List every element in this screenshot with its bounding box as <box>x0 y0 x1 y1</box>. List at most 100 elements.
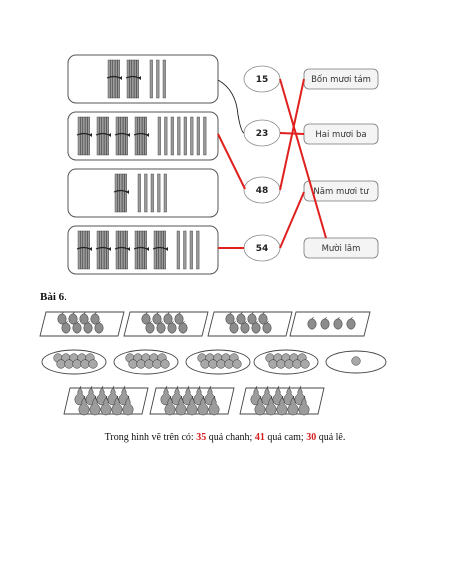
pear-icon <box>298 395 310 416</box>
orange-icon <box>56 359 66 369</box>
orange-icon <box>160 359 170 369</box>
lemon-icon <box>61 320 71 334</box>
pear-icon <box>78 395 90 416</box>
lemon-icon <box>145 320 155 334</box>
orange-text: quả cam; <box>264 432 307 443</box>
lemon-icon <box>72 320 82 334</box>
lemon-icon <box>258 311 268 325</box>
number-oval-15: 15 <box>243 65 281 93</box>
pear-icon <box>100 395 112 416</box>
lemon-icon <box>251 320 261 334</box>
pear-icon <box>89 395 101 416</box>
single-stick <box>164 116 168 156</box>
single-stick <box>196 230 200 270</box>
ten-stick-bundle <box>133 116 149 156</box>
single-stick <box>190 116 194 156</box>
fruit-illustration <box>39 311 387 416</box>
matching-exercise: 15 23 48 54 Bốn mươi tám Hai mươi ba Năm… <box>67 54 379 275</box>
word-label-box: Mười lăm <box>303 237 379 259</box>
word-label: Bốn mươi tám <box>311 74 371 85</box>
ten-stick-bundle <box>106 59 122 99</box>
lemon-icon <box>79 311 89 325</box>
single-stick <box>170 116 174 156</box>
ten-stick-bundle <box>113 173 129 213</box>
tray <box>289 311 371 337</box>
orange-icon <box>144 359 154 369</box>
orange-icon <box>128 359 138 369</box>
ten-stick-bundle <box>133 230 149 270</box>
lemon-icon <box>178 320 188 334</box>
single-stick <box>149 59 153 99</box>
lemon-text: quả chanh; <box>206 432 255 443</box>
lemon-icon <box>229 320 239 334</box>
pear-icon <box>186 395 198 416</box>
lemon-icon <box>240 320 250 334</box>
number-label: 23 <box>256 129 269 139</box>
exercise-6-title: Bài 6. <box>40 291 67 303</box>
orange-icon <box>216 359 226 369</box>
lemon-icon <box>225 311 235 325</box>
word-label: Mười lăm <box>322 243 361 254</box>
single-stick <box>183 230 187 270</box>
pear-icon <box>276 395 288 416</box>
ten-stick-bundle <box>95 230 111 270</box>
pear-icon <box>175 395 187 416</box>
lemon-icon <box>156 320 166 334</box>
pear-icon <box>254 395 266 416</box>
single-stick <box>163 173 167 213</box>
ten-stick-bundle <box>114 230 130 270</box>
lemon-icon <box>167 320 177 334</box>
pear-text: quả lê. <box>316 432 346 443</box>
single-stick <box>176 230 180 270</box>
lemon-icon <box>163 311 173 325</box>
number-label: 15 <box>256 75 269 85</box>
number-oval-54: 54 <box>243 234 281 262</box>
orange-icon <box>200 359 210 369</box>
answer-prefix: Trong hình vẽ trên có: <box>104 432 197 443</box>
pear-icon <box>164 395 176 416</box>
bundle-box-54 <box>67 111 219 161</box>
orange-icon <box>224 359 234 369</box>
single-stick <box>162 59 166 99</box>
word-label: Hai mươi ba <box>315 130 366 140</box>
connector-line-red <box>217 133 246 190</box>
single-stick <box>196 116 200 156</box>
orange-count: 41 <box>254 432 265 443</box>
lemon-icon <box>333 316 343 330</box>
lemon-icon <box>141 311 151 325</box>
single-stick <box>203 116 207 156</box>
lemon-icon <box>57 311 67 325</box>
pear-icon <box>122 395 134 416</box>
single-stick <box>157 116 161 156</box>
orange-icon <box>72 359 82 369</box>
lemon-icon <box>307 316 317 330</box>
bundle-box-15b <box>67 168 219 218</box>
pear-icon <box>287 395 299 416</box>
ten-stick-bundle <box>95 116 111 156</box>
single-stick <box>137 173 141 213</box>
lemon-icon <box>262 320 272 334</box>
lemon-icon <box>174 311 184 325</box>
orange-icon <box>80 359 90 369</box>
word-label-box: Hai mươi ba <box>303 123 379 145</box>
pear-icon <box>111 395 123 416</box>
lemon-icon <box>68 311 78 325</box>
number-oval-23: 23 <box>243 119 281 147</box>
single-stick <box>144 173 148 213</box>
orange-icon <box>88 359 98 369</box>
orange-icon <box>64 359 74 369</box>
orange-icon <box>268 359 278 369</box>
word-label: Năm mươi tư <box>313 187 369 197</box>
connector-line-red <box>279 78 327 239</box>
exercise-6-punct: . <box>64 291 67 303</box>
single-stick <box>189 230 193 270</box>
pear-icon <box>208 395 220 416</box>
single-stick <box>177 116 181 156</box>
single-stick <box>156 59 160 99</box>
lemon-icon <box>152 311 162 325</box>
bundle-box-15 <box>67 54 219 104</box>
number-label: 54 <box>256 244 269 254</box>
ten-stick-bundle <box>76 230 92 270</box>
lemon-icon <box>320 316 330 330</box>
